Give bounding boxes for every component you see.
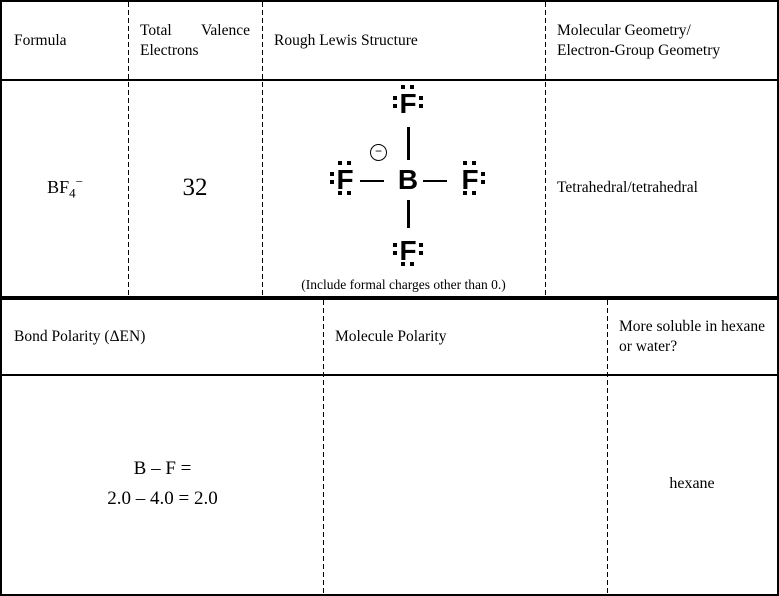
section-divider: [2, 296, 777, 300]
header-cell-lewis-structure: Rough Lewis Structure: [262, 2, 545, 79]
geometry-header-line1: Molecular Geometry/: [557, 21, 691, 39]
header-cell-geometry: Molecular Geometry/ Electron-Group Geome…: [545, 2, 777, 79]
lewis-caption: (Include formal charges other than 0.): [301, 277, 506, 292]
bond-right: [423, 179, 447, 182]
valence-value-cell: 32: [128, 79, 262, 296]
formal-charge-minus-icon: −: [370, 144, 387, 161]
header-cell-solubility: More soluble in hexane or water?: [607, 300, 777, 374]
solubility-header-label: More soluble in hexane or water?: [619, 318, 765, 355]
formula-value: BF4−: [47, 173, 83, 201]
bottom-table-section: Bond Polarity (ΔEN) Molecule Polarity Mo…: [2, 300, 777, 593]
bond-polarity-value-cell: B – F = 2.0 – 4.0 = 2.0: [2, 374, 323, 593]
valence-header-label: Total Valence Electrons: [140, 21, 250, 59]
bond-polarity-line1: B – F =: [133, 457, 192, 479]
formula-subscript: 4: [69, 185, 76, 201]
header-cell-valence-electrons: Total Valence Electrons: [128, 2, 262, 79]
lewis-structure-cell: − F F B F: [262, 79, 545, 296]
solubility-value: hexane: [669, 474, 715, 492]
atom-fluorine-right: F: [455, 161, 485, 195]
header-cell-formula: Formula: [2, 2, 128, 79]
bond-polarity-line2: 2.0 – 4.0 = 2.0: [107, 487, 218, 509]
header-cell-bond-polarity: Bond Polarity (ΔEN): [2, 300, 323, 374]
solubility-value-cell: hexane: [607, 374, 777, 593]
molecule-polarity-header-label: Molecule Polarity: [335, 328, 447, 345]
header-cell-molecule-polarity: Molecule Polarity: [323, 300, 607, 374]
bond-bottom: [407, 200, 410, 228]
formula-value-cell: BF4−: [2, 79, 128, 296]
geometry-header-line2: Electron-Group Geometry: [557, 41, 721, 59]
valence-electron-count: 32: [182, 173, 208, 201]
bond-left: [360, 179, 384, 182]
geometry-value: Tetrahedral/tetrahedral: [557, 178, 698, 196]
atom-fluorine-left: F: [330, 161, 360, 195]
formula-header-label: Formula: [14, 31, 67, 49]
bond-top: [407, 127, 410, 160]
atom-fluorine-bottom: F: [393, 236, 423, 266]
formula-charge-superscript: −: [75, 173, 83, 189]
lewis-header-label: Rough Lewis Structure: [274, 31, 418, 49]
top-table-section: Formula Total Valence Electrons Rough Le…: [2, 2, 777, 296]
molecule-polarity-value-cell: [323, 374, 607, 593]
atom-fluorine-top: F: [393, 85, 423, 119]
bond-polarity-header-label: Bond Polarity (ΔEN): [14, 328, 146, 345]
atom-boron-center: B: [397, 164, 419, 195]
geometry-value-cell: Tetrahedral/tetrahedral: [545, 79, 777, 296]
